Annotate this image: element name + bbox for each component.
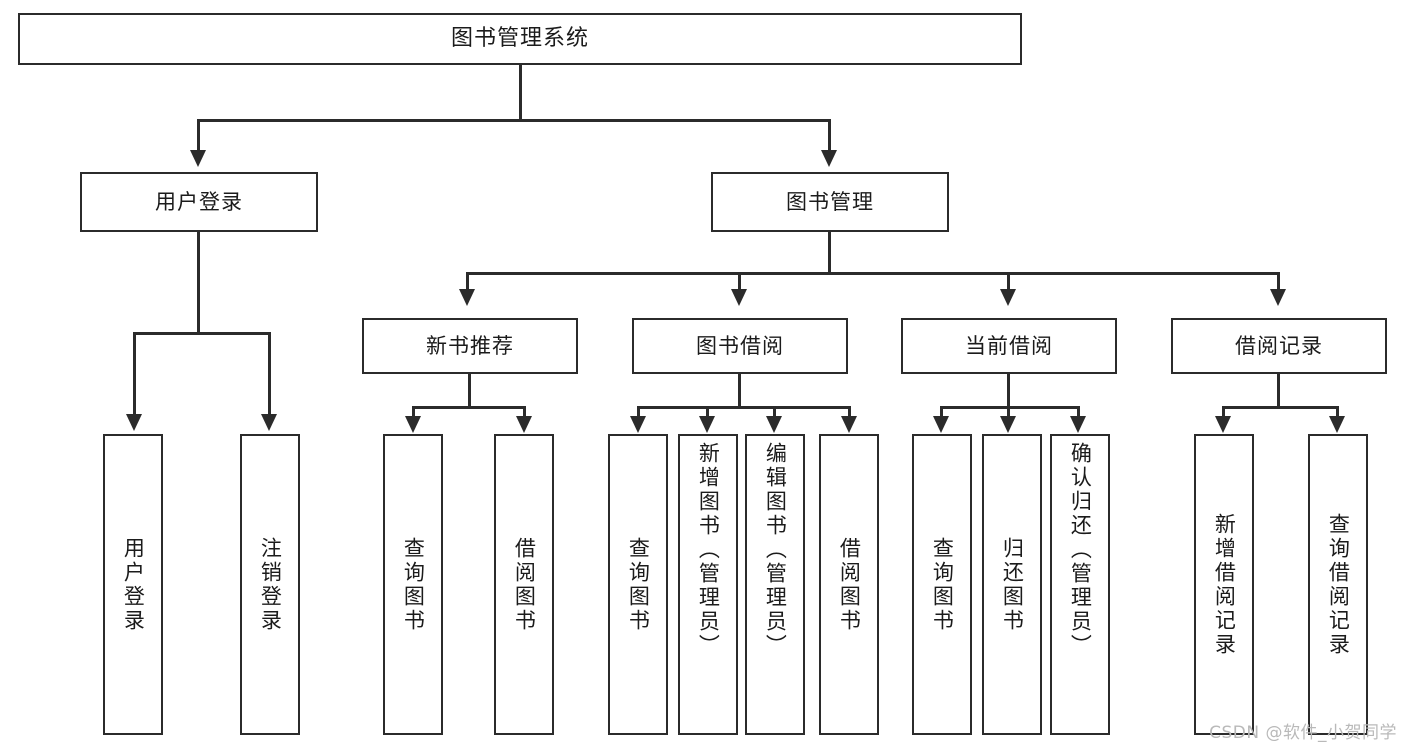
- node-label: 查询借阅记录: [1326, 512, 1351, 657]
- connector-br-stem: [1277, 374, 1280, 408]
- node-label: 图书管理系统: [450, 26, 589, 52]
- connector-book-management-stem: [828, 232, 831, 274]
- connector-cb-leg-1: [940, 406, 943, 417]
- connector-nbr-leg-1: [412, 406, 415, 417]
- connector-user-login-leg-1: [133, 332, 136, 415]
- connector-bb-leg-4: [848, 406, 851, 417]
- connector-root-stem: [519, 65, 522, 121]
- connector-bm-leg-2: [738, 272, 741, 290]
- connector-cb-stem: [1007, 374, 1010, 408]
- connector-root-leg-left: [197, 119, 200, 151]
- node-label: 图书管理: [786, 189, 874, 214]
- connector-bm-leg-3: [1007, 272, 1010, 290]
- connector-root-bus: [197, 119, 831, 122]
- arrow-to-leaf-user-login: [126, 414, 142, 431]
- connector-root-leg-right: [828, 119, 831, 151]
- node-label: 确认归还（管理员）: [1068, 442, 1093, 658]
- node-label: 新书推荐: [426, 333, 514, 358]
- node-label: 查询图书: [626, 536, 651, 633]
- connector-user-login-bus: [133, 332, 271, 335]
- connector-bb-leg-1: [637, 406, 640, 417]
- connector-br-bus: [1222, 406, 1339, 409]
- node-leaf-add-book[interactable]: 新增图书（管理员）: [678, 434, 738, 735]
- node-leaf-query-book-current[interactable]: 查询图书: [912, 434, 972, 735]
- connector-cb-bus: [940, 406, 1080, 409]
- arrow-to-leaf-add-book: [699, 416, 715, 433]
- node-leaf-borrow-book[interactable]: 借阅图书: [819, 434, 879, 735]
- connector-user-login-stem: [197, 232, 200, 334]
- node-leaf-user-login[interactable]: 用户登录: [103, 434, 163, 735]
- node-root-book-management-system[interactable]: 图书管理系统: [18, 13, 1022, 65]
- node-label: 借阅图书: [512, 536, 537, 633]
- node-leaf-confirm-return[interactable]: 确认归还（管理员）: [1050, 434, 1110, 735]
- arrow-to-leaf-query-record: [1329, 416, 1345, 433]
- arrow-to-current-borrow: [1000, 289, 1016, 306]
- arrow-to-leaf-query-book-2: [630, 416, 646, 433]
- node-book-management[interactable]: 图书管理: [711, 172, 949, 232]
- node-label: 归还图书: [1000, 536, 1025, 633]
- node-leaf-borrow-book-recommend[interactable]: 借阅图书: [494, 434, 554, 735]
- node-label: 注销登录: [258, 536, 283, 633]
- arrow-to-borrow-record: [1270, 289, 1286, 306]
- node-book-borrow[interactable]: 图书借阅: [632, 318, 848, 374]
- node-leaf-query-book-recommend[interactable]: 查询图书: [383, 434, 443, 735]
- connector-nbr-leg-2: [523, 406, 526, 417]
- node-label: 编辑图书（管理员）: [763, 442, 788, 658]
- node-leaf-return-book[interactable]: 归还图书: [982, 434, 1042, 735]
- arrow-to-book-management: [821, 150, 837, 167]
- arrow-to-leaf-confirm-return: [1070, 416, 1086, 433]
- node-label: 图书借阅: [696, 333, 784, 358]
- node-label: 用户登录: [155, 189, 243, 214]
- node-leaf-add-borrow-record[interactable]: 新增借阅记录: [1194, 434, 1254, 735]
- connector-bm-leg-4: [1277, 272, 1280, 290]
- watermark-text: CSDN @软件_小贺同学: [1209, 723, 1397, 743]
- node-leaf-logout[interactable]: 注销登录: [240, 434, 300, 735]
- node-label: 查询图书: [401, 536, 426, 633]
- arrow-to-user-login: [190, 150, 206, 167]
- arrow-to-new-book-recommend: [459, 289, 475, 306]
- connector-nbr-bus: [412, 406, 526, 409]
- connector-user-login-leg-2: [268, 332, 271, 415]
- connector-br-leg-1: [1222, 406, 1225, 417]
- node-leaf-edit-book[interactable]: 编辑图书（管理员）: [745, 434, 805, 735]
- connector-bb-leg-2: [706, 406, 709, 417]
- connector-bb-stem: [738, 374, 741, 408]
- arrow-to-leaf-add-record: [1215, 416, 1231, 433]
- arrow-to-leaf-query-book-3: [933, 416, 949, 433]
- node-label: 查询图书: [930, 536, 955, 633]
- connector-br-leg-2: [1336, 406, 1339, 417]
- node-label: 新增图书（管理员）: [696, 442, 721, 658]
- node-label: 用户登录: [121, 536, 146, 633]
- connector-bb-leg-3: [773, 406, 776, 417]
- arrow-to-leaf-return-book: [1000, 416, 1016, 433]
- node-label: 当前借阅: [965, 333, 1053, 358]
- connector-bm-leg-1: [466, 272, 469, 290]
- connector-book-management-bus: [466, 272, 1280, 275]
- arrow-to-leaf-borrow-book-1: [516, 416, 532, 433]
- connector-bb-bus: [637, 406, 851, 409]
- connector-cb-leg-2: [1007, 406, 1010, 417]
- node-borrow-record[interactable]: 借阅记录: [1171, 318, 1387, 374]
- node-current-borrow[interactable]: 当前借阅: [901, 318, 1117, 374]
- node-user-login[interactable]: 用户登录: [80, 172, 318, 232]
- node-label: 借阅图书: [837, 536, 862, 633]
- node-leaf-query-book-borrow[interactable]: 查询图书: [608, 434, 668, 735]
- node-label: 新增借阅记录: [1212, 512, 1237, 657]
- arrow-to-leaf-query-book-1: [405, 416, 421, 433]
- connector-cb-leg-3: [1077, 406, 1080, 417]
- arrow-to-leaf-logout: [261, 414, 277, 431]
- connector-nbr-stem: [468, 374, 471, 408]
- node-leaf-query-borrow-record[interactable]: 查询借阅记录: [1308, 434, 1368, 735]
- arrow-to-book-borrow: [731, 289, 747, 306]
- arrow-to-leaf-edit-book: [766, 416, 782, 433]
- node-new-book-recommend[interactable]: 新书推荐: [362, 318, 578, 374]
- arrow-to-leaf-borrow-book-2: [841, 416, 857, 433]
- node-label: 借阅记录: [1235, 333, 1323, 358]
